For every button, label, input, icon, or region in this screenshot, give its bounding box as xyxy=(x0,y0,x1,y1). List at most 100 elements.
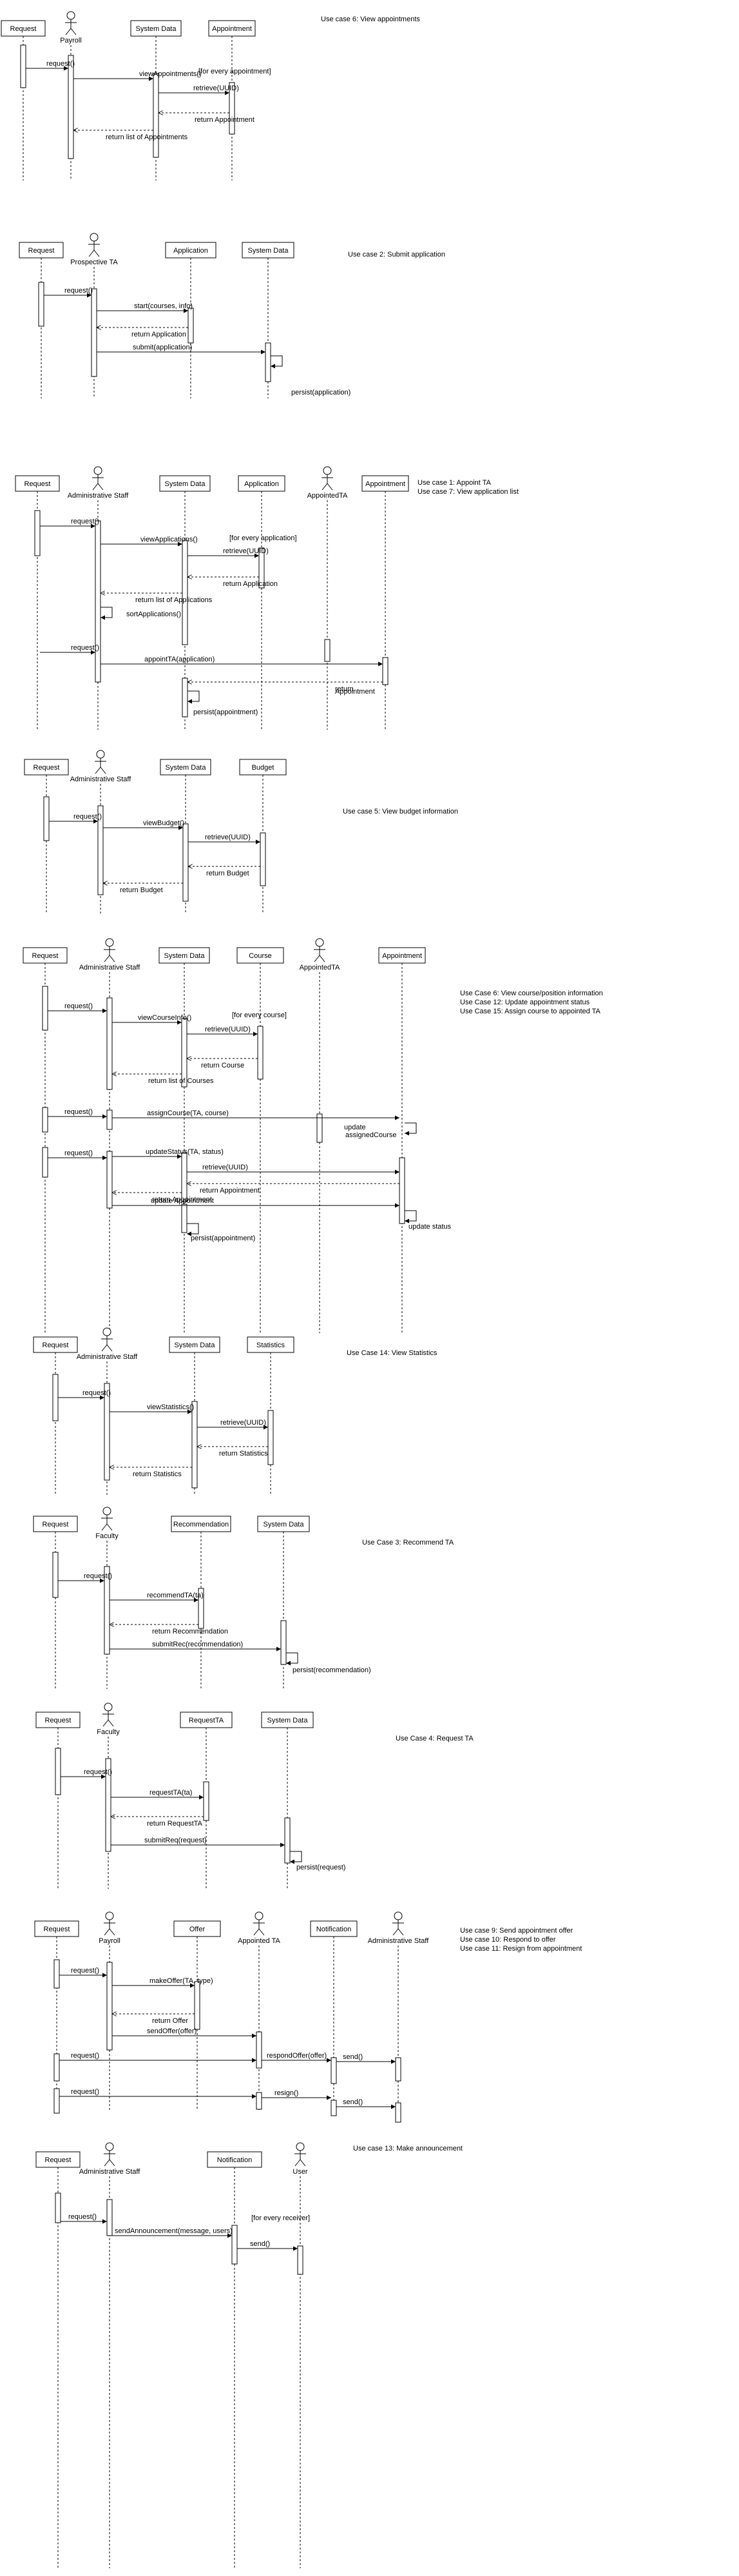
participant-label: Request xyxy=(45,1717,72,1724)
participant-label: System Data xyxy=(264,1521,305,1528)
use-case-note: Use case 10: Respond to offer xyxy=(460,1936,556,1944)
participant-request: Request xyxy=(19,242,64,259)
message-submit-application: submit(application) xyxy=(97,344,265,355)
message-for-every-application: [for every application] xyxy=(229,534,297,542)
message-viewappointments: viewAppointments() xyxy=(73,70,202,81)
message-label: viewCourseInfo() xyxy=(138,1014,191,1022)
message-return-statistics: return Statistics xyxy=(110,1467,192,1478)
participant-system-data: System Data xyxy=(130,20,182,37)
use-case-note: Use case 1: Appoint TA xyxy=(417,479,492,487)
participant-label: Payroll xyxy=(99,1937,120,1945)
participant-box xyxy=(130,20,182,37)
activation-bar xyxy=(399,1157,405,1224)
message-label: request() xyxy=(64,1002,93,1010)
use-case-note: Use case 6: View appointments xyxy=(321,15,420,23)
participant-label: Statistics xyxy=(256,1342,285,1349)
participant-label: Request xyxy=(32,952,59,960)
message-label: return RequestTA xyxy=(147,1820,203,1828)
message-label: request() xyxy=(64,1108,93,1116)
participant-appointedta: AppointedTA xyxy=(300,938,340,971)
actor-icon xyxy=(104,938,115,962)
message-label: request() xyxy=(84,1572,112,1580)
message-label: return Appointment xyxy=(195,116,254,124)
participant-payroll: Payroll xyxy=(99,1911,120,1945)
actor-icon xyxy=(101,1507,113,1531)
message-return-requestta: return RequestTA xyxy=(111,1817,204,1828)
participant-appointment: Appointment xyxy=(378,947,426,964)
participant-label: Prospective TA xyxy=(70,259,118,266)
activation-bar xyxy=(182,540,188,645)
message-label: sendAnnouncement(message, users) xyxy=(115,2227,233,2235)
use-case-note: Use case 11: Resign from appointment xyxy=(460,1945,582,1953)
actor-icon xyxy=(88,233,100,257)
message-for-every-course: [for every course] xyxy=(232,1011,287,1019)
actor-icon xyxy=(92,466,104,491)
message-viewbudget: viewBudget() xyxy=(103,819,184,830)
message-submitreq-request: submitReq(request) xyxy=(111,1837,285,1848)
message-label: return Budget xyxy=(120,886,163,894)
message-return-budget: return Budget xyxy=(103,883,183,894)
participant-box xyxy=(160,759,211,776)
activation-bar xyxy=(260,832,266,886)
message-label: return Offer xyxy=(152,2017,188,2025)
participant-label: Request xyxy=(45,2156,72,2164)
activation-bar xyxy=(34,510,41,556)
participant-box xyxy=(33,1516,78,1532)
participant-label: Request xyxy=(10,25,37,33)
message-label: return list of Courses xyxy=(148,1077,214,1085)
activation-bar xyxy=(256,2092,262,2110)
message-request: request() xyxy=(40,518,99,529)
message-label: persist(recommendation) xyxy=(293,1666,371,1674)
participant-request: Request xyxy=(24,759,69,776)
message-request: request() xyxy=(26,60,75,71)
message-makeoffer-ta-type: makeOffer(TA, type) xyxy=(112,1977,213,1988)
actor-icon xyxy=(314,938,325,962)
participant-box xyxy=(238,475,285,492)
message-request: request() xyxy=(58,1389,111,1400)
message-request: request() xyxy=(59,1967,107,1978)
message-viewapplications: viewApplications() xyxy=(101,536,198,547)
activation-bar xyxy=(331,2057,337,2084)
message-label: request() xyxy=(71,518,99,525)
participant-system-data: System Data xyxy=(160,759,211,776)
message-label: request() xyxy=(64,287,93,295)
message-request: request() xyxy=(59,2052,256,2063)
participant-label: Request xyxy=(34,764,60,772)
participant-label: Administrative Staff xyxy=(79,964,141,971)
message-return-course: return Course xyxy=(187,1059,258,1069)
message-respondoffer-offer: respondOffer(offer) xyxy=(262,2052,331,2063)
self-call-arrow xyxy=(405,1122,417,1136)
message-request: request() xyxy=(61,2213,107,2224)
message-label: persist(appointment) xyxy=(193,708,258,716)
message-update: update xyxy=(344,1122,417,1136)
participant-box xyxy=(159,475,211,492)
message-label: request() xyxy=(71,2088,99,2096)
message-submitrec-recommendation: submitRec(recommendation) xyxy=(110,1641,281,1652)
message-label: request() xyxy=(84,1768,112,1776)
message-request: request() xyxy=(49,813,102,824)
message-label: resign() xyxy=(274,2089,298,2097)
participant-box xyxy=(207,2151,262,2168)
participant-box xyxy=(15,475,60,492)
activation-bar xyxy=(38,282,44,327)
message-label: return Application xyxy=(131,331,186,338)
activation-bar xyxy=(256,2031,262,2069)
message-persist-application: persist(application) xyxy=(271,355,350,396)
message-label: viewApplications() xyxy=(140,536,198,543)
message-retrieve-uuid: retrieve(UUID) xyxy=(187,1026,258,1037)
activation-bar xyxy=(91,288,97,377)
participant-payroll: Payroll xyxy=(60,11,82,44)
participant-label: Notification xyxy=(217,2156,252,2164)
participant-box xyxy=(33,1336,78,1353)
message-appointta-application: appointTA(application) xyxy=(101,656,383,667)
participant-box xyxy=(24,759,69,776)
message-request: request() xyxy=(48,1108,107,1119)
guard-label: [for every appointment] xyxy=(198,68,271,75)
activation-bar xyxy=(181,1204,187,1233)
actor-icon xyxy=(294,2142,306,2167)
participant-label: Request xyxy=(44,1926,70,1933)
participant-appointedta: AppointedTA xyxy=(307,466,348,500)
message-label: request() xyxy=(73,813,102,821)
